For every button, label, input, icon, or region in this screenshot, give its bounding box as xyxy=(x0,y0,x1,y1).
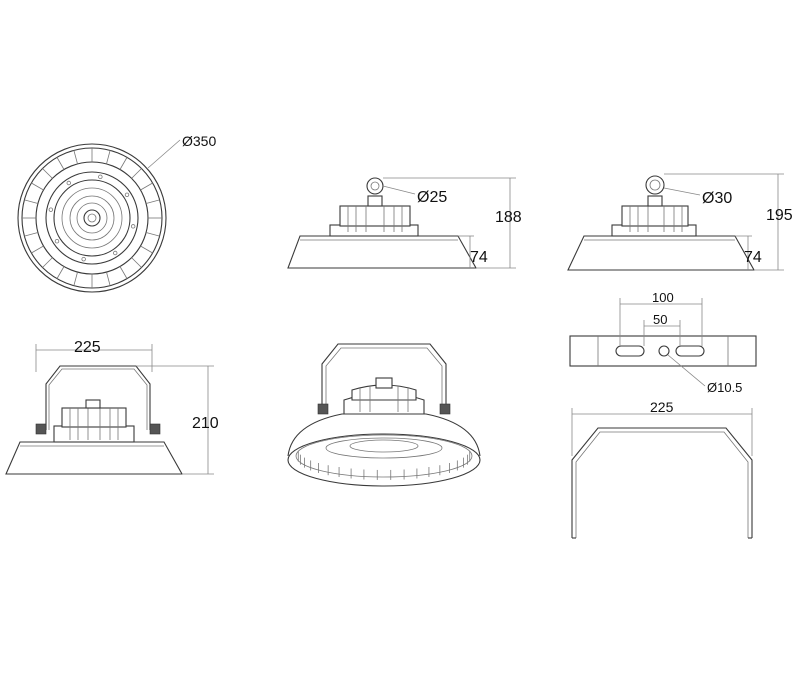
heat-sink-fin xyxy=(140,182,153,191)
heat-sink-fin xyxy=(56,266,65,279)
heat-sink-fin xyxy=(24,199,39,204)
bracket-view-width-label: 225 xyxy=(74,339,101,356)
screw-hole xyxy=(54,239,60,244)
heat-sink-fin xyxy=(119,266,128,279)
screw-hole xyxy=(81,256,86,262)
heat-sink-fin xyxy=(73,271,78,286)
screw-hole xyxy=(130,224,136,229)
top-view-diameter-label: Ø350 xyxy=(182,133,216,149)
screw-hole xyxy=(98,174,103,180)
screw-hole xyxy=(66,180,71,186)
heat-sink-fin xyxy=(145,199,160,204)
heat-sink-fin xyxy=(24,232,39,237)
heat-sink-fin xyxy=(73,150,78,165)
side-view-hook-25: Ø25 188 74 xyxy=(287,177,522,269)
inner-spacing-label: 50 xyxy=(653,312,667,327)
heat-sink-fin xyxy=(145,232,160,237)
bracket-top-plate: 100 50 Ø10.5 xyxy=(569,290,757,395)
perspective-view xyxy=(287,343,481,487)
heat-sink-fin xyxy=(56,157,65,170)
heat-sink-fin xyxy=(42,168,53,179)
screw-hole xyxy=(113,250,118,256)
hook-a-height-label: 188 xyxy=(495,209,522,226)
screw-hole xyxy=(48,207,54,212)
hook-a-diameter-label: Ø25 xyxy=(417,189,447,206)
heat-sink-fin xyxy=(106,271,111,286)
top-view: Ø350 xyxy=(17,133,216,293)
bracket-front: 225 xyxy=(571,399,753,539)
screw-hole xyxy=(124,192,130,197)
heat-sink-fin xyxy=(31,245,44,254)
bracket-width-label: 225 xyxy=(650,399,674,415)
heat-sink-fin xyxy=(42,257,53,268)
hook-b-height-label: 195 xyxy=(766,207,793,224)
heat-sink-fin xyxy=(131,168,142,179)
bracket-side-view: 225 210 xyxy=(5,339,219,475)
hook-a-shade-height-label: 74 xyxy=(470,249,488,266)
heat-sink-fin xyxy=(131,257,142,268)
heat-sink-fin xyxy=(31,182,44,191)
hole-diameter-label: Ø10.5 xyxy=(707,380,742,395)
heat-sink-fin xyxy=(140,245,153,254)
bracket-view-height-label: 210 xyxy=(192,415,219,432)
slot-spacing-label: 100 xyxy=(652,290,674,305)
hook-b-shade-height-label: 74 xyxy=(744,249,762,266)
heat-sink-fin xyxy=(119,157,128,170)
heat-sink-fin xyxy=(106,150,111,165)
hook-b-diameter-label: Ø30 xyxy=(702,190,732,207)
side-view-hook-30: Ø30 195 74 xyxy=(567,173,793,271)
